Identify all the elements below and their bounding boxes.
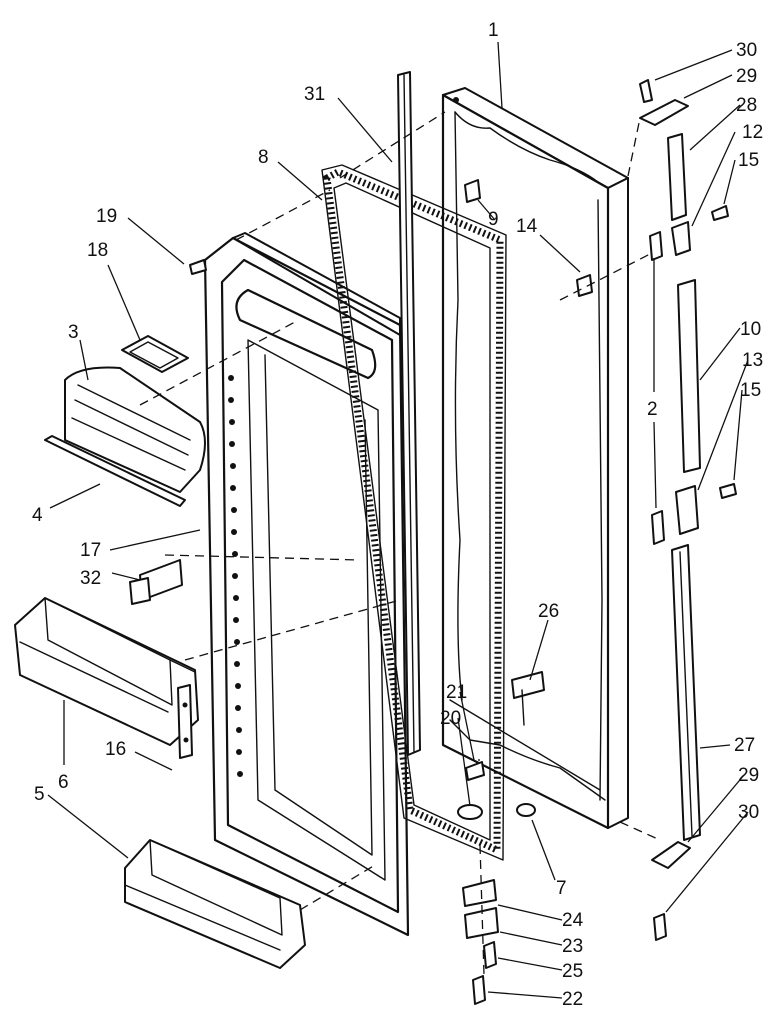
screw-19 xyxy=(189,259,207,275)
callout-27: 27 xyxy=(734,735,755,756)
hinge-bottom-29 xyxy=(651,841,691,869)
callout-29a: 29 xyxy=(736,66,757,87)
stop-7 xyxy=(516,803,536,817)
callout-7: 7 xyxy=(556,878,567,899)
callout-16: 16 xyxy=(105,739,126,760)
callout-18: 18 xyxy=(87,240,108,261)
plug-9 xyxy=(464,179,481,203)
screw-15-mid xyxy=(719,483,737,499)
screw-30-top xyxy=(639,79,653,103)
callout-14: 14 xyxy=(516,216,538,237)
callout-31: 31 xyxy=(304,84,325,105)
callout-labels: 1 31 8 19 18 3 4 17 32 6 16 5 9 14 30 29… xyxy=(32,20,763,1010)
door-gasket xyxy=(321,164,507,861)
trim-28 xyxy=(667,133,687,221)
callout-8: 8 xyxy=(258,147,269,168)
screw-25 xyxy=(483,941,497,969)
hinge-13 xyxy=(675,485,699,535)
bracket-23 xyxy=(464,907,499,939)
callout-3: 3 xyxy=(68,322,79,343)
callout-28: 28 xyxy=(736,95,757,116)
callout-30a: 30 xyxy=(736,40,757,61)
callout-15a: 15 xyxy=(738,150,759,171)
hinge-pin-2-bottom xyxy=(651,510,665,545)
screw-15-top xyxy=(711,205,729,221)
callout-4: 4 xyxy=(32,505,43,526)
door-liner xyxy=(203,232,410,937)
hinge-12 xyxy=(671,221,691,256)
vertical-strip xyxy=(397,71,421,756)
cam-21 xyxy=(465,761,485,781)
callout-15b: 15 xyxy=(740,380,761,401)
door-bin-small xyxy=(124,839,306,969)
bracket-16 xyxy=(177,684,193,759)
outer-door-panel xyxy=(441,87,629,830)
callout-29b: 29 xyxy=(738,765,759,786)
callout-32: 32 xyxy=(80,568,101,589)
callout-17: 17 xyxy=(80,540,101,561)
callout-9: 9 xyxy=(488,209,499,230)
callout-20: 20 xyxy=(440,708,461,729)
small-tray xyxy=(121,335,189,373)
callout-21: 21 xyxy=(446,682,467,703)
screw-30-bottom xyxy=(653,913,667,941)
hinge-pin-2-top xyxy=(649,231,663,261)
bracket-26 xyxy=(511,671,545,726)
door-bin-large xyxy=(14,597,199,746)
trim-10 xyxy=(677,279,701,473)
callout-10: 10 xyxy=(740,319,761,340)
callout-6: 6 xyxy=(58,772,69,793)
dispenser-cover xyxy=(64,366,206,493)
callout-5: 5 xyxy=(34,784,45,805)
callout-19: 19 xyxy=(96,206,117,227)
callout-24: 24 xyxy=(562,910,584,931)
cover-strip xyxy=(44,435,186,507)
callout-12: 12 xyxy=(742,122,763,143)
screw-22 xyxy=(472,975,486,1005)
bracket-32 xyxy=(129,559,183,605)
trim-27 xyxy=(671,544,701,841)
leader-lines xyxy=(47,41,749,999)
shelf-hole-column xyxy=(228,375,243,777)
callout-1: 1 xyxy=(488,20,499,41)
callout-13: 13 xyxy=(742,350,763,371)
bracket-24 xyxy=(462,879,497,907)
callout-22: 22 xyxy=(562,989,583,1010)
alignment-lines xyxy=(139,111,661,976)
callout-25: 25 xyxy=(562,961,583,982)
hinge-top-29 xyxy=(639,99,689,126)
callout-2: 2 xyxy=(647,399,658,420)
cam-20 xyxy=(457,804,483,820)
callout-30b: 30 xyxy=(738,802,759,823)
callout-26: 26 xyxy=(538,601,559,622)
callout-23: 23 xyxy=(562,936,583,957)
